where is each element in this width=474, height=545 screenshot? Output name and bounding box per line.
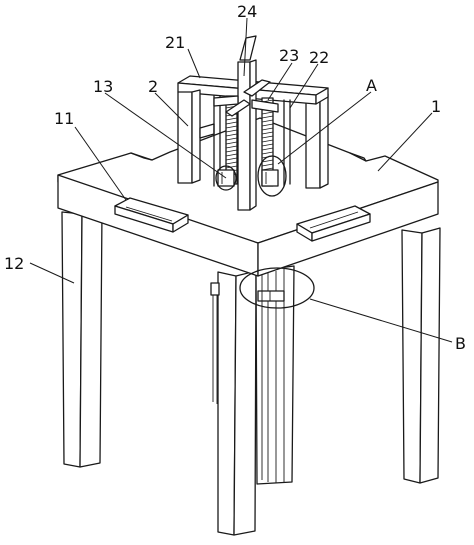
leg-front-center — [217, 270, 257, 536]
detail-circle-a — [257, 155, 287, 197]
label-a: A — [366, 76, 377, 95]
side-rail — [210, 282, 220, 404]
clamp-block-right — [296, 205, 371, 242]
label-23: 23 — [279, 46, 299, 65]
label-24: 24 — [237, 2, 257, 21]
inner-rails — [213, 95, 291, 187]
label-11: 11 — [54, 109, 74, 128]
cross-handle — [213, 35, 279, 211]
detail-circle-13 — [215, 165, 237, 191]
label-22: 22 — [309, 48, 329, 67]
label-2: 2 — [148, 77, 158, 96]
part-labels: 24 21 23 22 13 2 A 1 11 12 B — [4, 2, 466, 353]
label-12: 12 — [4, 254, 24, 273]
label-21: 21 — [165, 33, 185, 52]
frame-front-post — [177, 89, 201, 184]
label-1: 1 — [431, 97, 441, 116]
leg-back-right — [401, 227, 441, 484]
label-13: 13 — [93, 77, 113, 96]
leg-front-left — [61, 209, 103, 468]
lock-block-right — [261, 169, 279, 187]
clamp-block-left — [114, 197, 189, 233]
leader-lines — [29, 17, 453, 343]
lifting-column — [255, 265, 295, 485]
detail-ellipse-b — [239, 267, 315, 309]
label-b: B — [455, 334, 466, 353]
frame-back-post — [305, 93, 329, 189]
